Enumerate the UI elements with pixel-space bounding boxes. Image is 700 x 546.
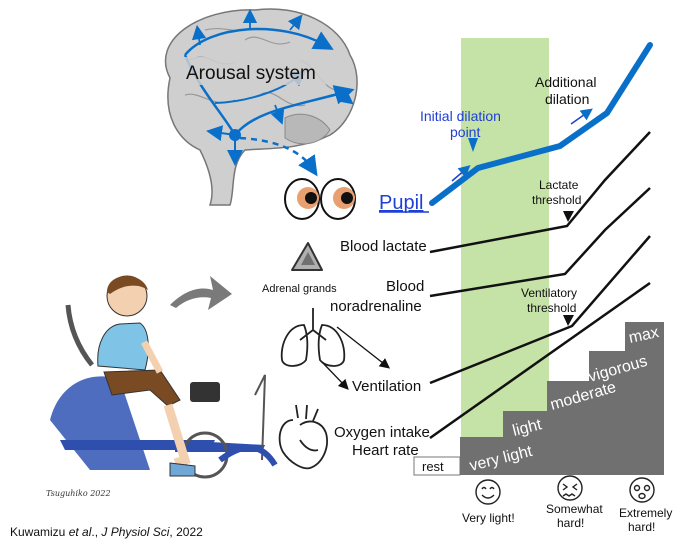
ventilatory-threshold-label-1: Ventilatory bbox=[521, 286, 577, 300]
lactate-threshold-marker bbox=[563, 211, 574, 222]
brain-illustration: Arousal system bbox=[164, 8, 358, 206]
adrenal-icon: Adrenal grands bbox=[262, 242, 337, 295]
effort-very-light: Very light! bbox=[462, 511, 515, 525]
noradrenaline-curve bbox=[429, 187, 651, 298]
heart-rate-label: Heart rate bbox=[352, 442, 419, 459]
additional-dilation-label-1: Additional bbox=[535, 74, 597, 90]
emoji-faces bbox=[475, 475, 655, 505]
initial-dilation-marker bbox=[468, 138, 478, 152]
effort-extremely-hard-2: hard! bbox=[628, 520, 655, 534]
pupil-curve bbox=[429, 42, 653, 206]
lungs-icon bbox=[280, 308, 346, 367]
lactate-curve bbox=[429, 131, 651, 254]
oxygen-curve bbox=[429, 281, 651, 440]
intensity-staircase: rest very light light moderate vigorous … bbox=[413, 322, 664, 476]
pupil-label: Pupil bbox=[379, 192, 423, 214]
effort-somewhat-hard-2: hard! bbox=[557, 516, 584, 530]
response-curves bbox=[429, 42, 653, 440]
lactate-label: Blood lactate bbox=[340, 238, 427, 255]
ventilation-curve bbox=[429, 235, 651, 385]
illustrator-signature: Tsuguhiko 2022 bbox=[46, 489, 111, 498]
cyclist-illustration: Tsuguhiko 2022 bbox=[46, 275, 278, 498]
lactate-threshold-label-1: Lactate bbox=[539, 178, 579, 192]
heart-icon bbox=[278, 404, 328, 470]
face-very-light bbox=[475, 479, 501, 505]
citation: Kuwamizu et al., J Physiol Sci, 2022 bbox=[10, 525, 203, 539]
ventilatory-threshold-marker bbox=[563, 315, 574, 326]
step-max: max bbox=[627, 324, 660, 347]
ventilation-label: Ventilation bbox=[352, 378, 421, 395]
step-rest: rest bbox=[422, 459, 444, 474]
effort-extremely-hard-1: Extremely bbox=[619, 506, 672, 520]
initial-dilation-label-1: Initial dilation bbox=[420, 108, 501, 124]
face-extremely-hard bbox=[629, 477, 655, 503]
face-somewhat-hard bbox=[557, 475, 583, 501]
light-intensity-band bbox=[461, 38, 549, 475]
oxygen-label: Oxygen intake bbox=[334, 424, 430, 441]
eyes-icon bbox=[284, 178, 356, 220]
additional-dilation-label-2: dilation bbox=[545, 91, 589, 107]
arrow-icon bbox=[170, 276, 232, 310]
initial-dilation-label-2: point bbox=[450, 124, 480, 140]
effort-somewhat-hard-1: Somewhat bbox=[546, 502, 603, 516]
noradrenaline-label-1: Blood bbox=[386, 278, 424, 295]
ventilatory-threshold-label-2: threshold bbox=[527, 301, 576, 315]
lactate-threshold-label-2: threshold bbox=[532, 193, 581, 207]
noradrenaline-label-2: noradrenaline bbox=[330, 298, 422, 315]
adrenal-label: Adrenal grands bbox=[262, 283, 337, 295]
arousal-system-label: Arousal system bbox=[186, 63, 316, 84]
step-light: light bbox=[511, 416, 544, 440]
